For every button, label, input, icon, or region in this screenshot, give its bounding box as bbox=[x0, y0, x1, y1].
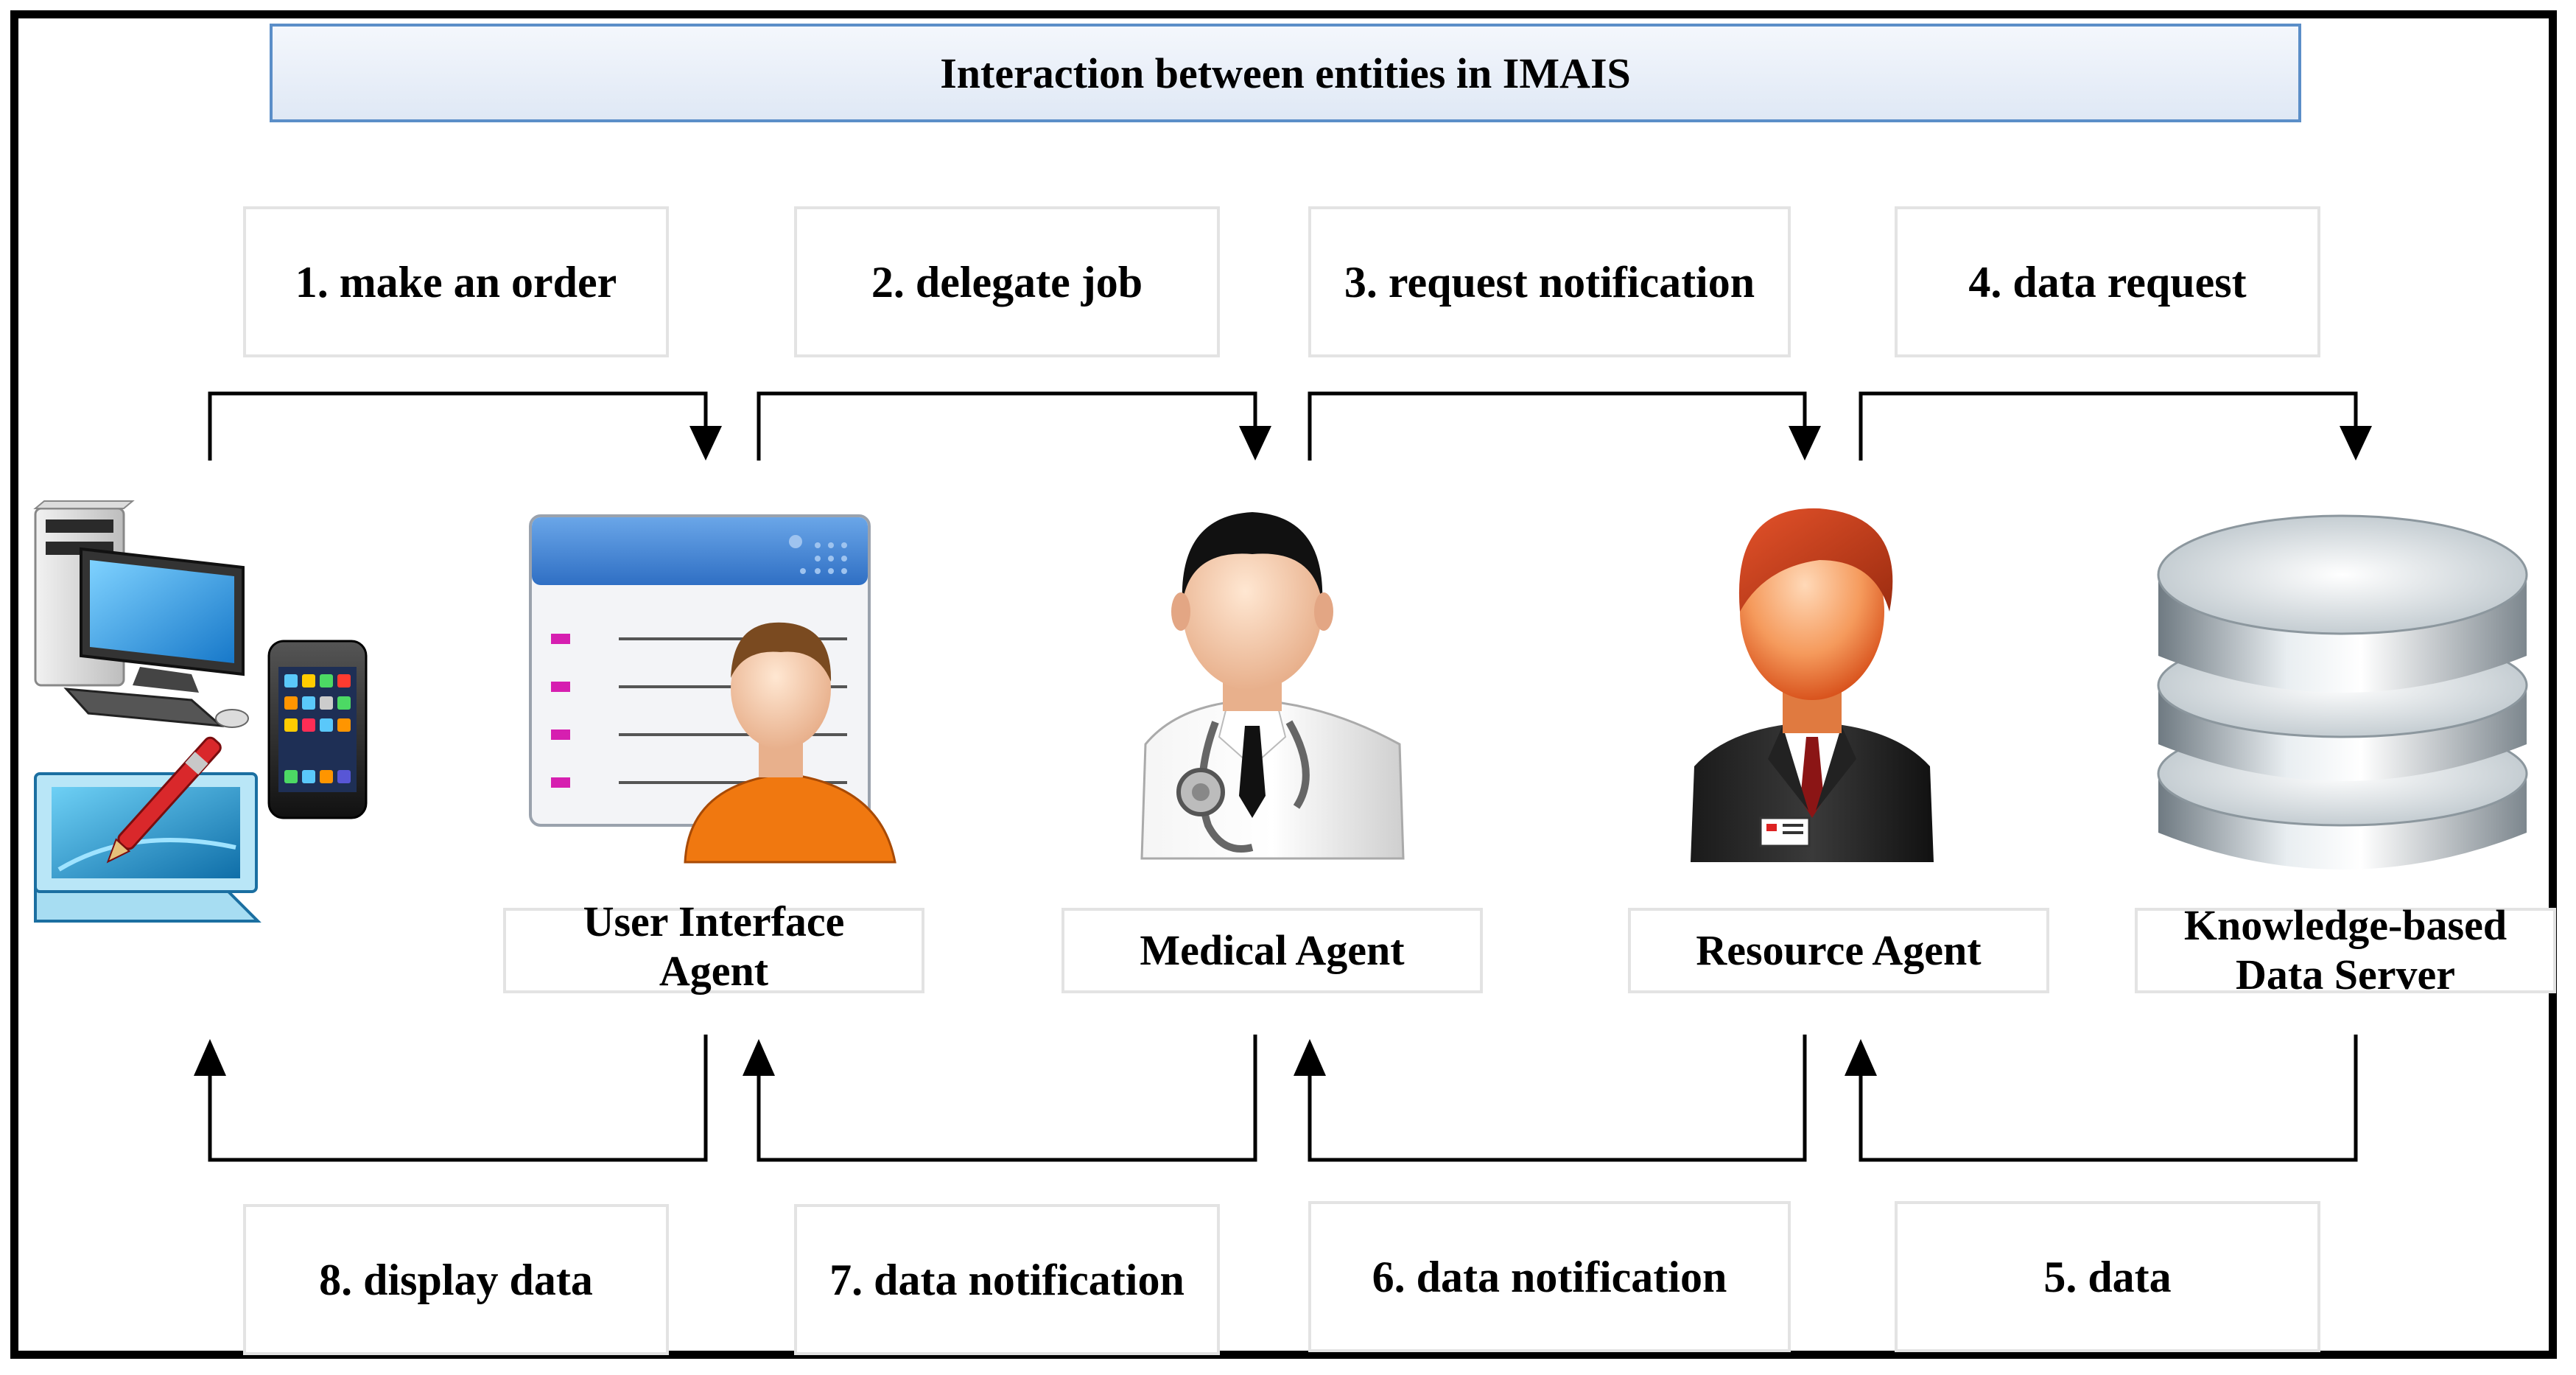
doctor-icon bbox=[1140, 512, 1405, 860]
step-1-label: 1. make an order bbox=[243, 206, 669, 357]
medical-agent-label: Medical Agent bbox=[1061, 908, 1483, 993]
step-8-label: 8. display data bbox=[243, 1204, 669, 1355]
step-2-label: 2. delegate job bbox=[794, 206, 1220, 357]
database-icon bbox=[2157, 514, 2528, 870]
step-5-label: 5. data bbox=[1895, 1201, 2320, 1352]
devices-icon bbox=[33, 500, 368, 923]
arrow-step-7 bbox=[743, 1035, 1257, 1162]
user-interface-agent-icon bbox=[529, 514, 896, 864]
user-interface-agent-label: User Interface Agent bbox=[503, 898, 924, 995]
resource-agent-label: Resource Agent bbox=[1628, 908, 2049, 993]
arrow-step-3 bbox=[1308, 391, 1821, 461]
arrow-step-6 bbox=[1294, 1035, 1807, 1162]
arrow-step-5 bbox=[1845, 1035, 2358, 1162]
step-6-label: 6. data notification bbox=[1308, 1201, 1791, 1352]
arrow-step-1 bbox=[208, 391, 722, 461]
step-3-label: 3. request notification bbox=[1308, 206, 1791, 357]
step-4-label: 4. data request bbox=[1895, 206, 2320, 357]
arrow-step-2 bbox=[757, 391, 1271, 461]
arrow-step-8 bbox=[194, 1035, 708, 1162]
data-server-label: Knowledge-based Data Server bbox=[2135, 901, 2556, 998]
step-7-label: 7. data notification bbox=[794, 1204, 1220, 1355]
arrow-step-4 bbox=[1859, 391, 2372, 461]
businessman-icon bbox=[1691, 508, 1934, 862]
diagram-title: Interaction between entities in IMAIS bbox=[270, 24, 2301, 122]
